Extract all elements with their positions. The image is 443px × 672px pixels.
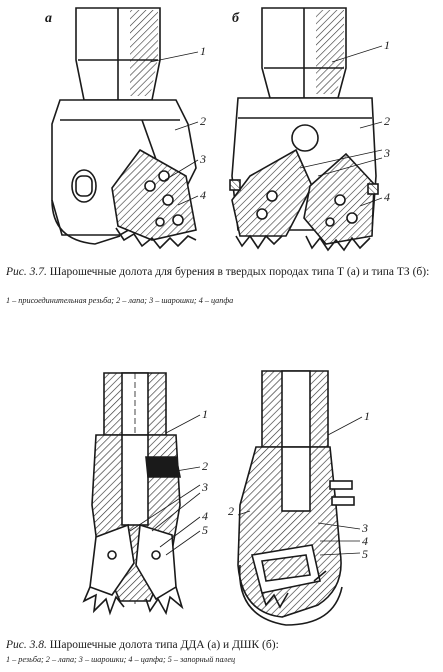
figure-3-7-caption-title: Шарошечные долота для бурения в твердых … xyxy=(49,266,430,278)
bit-b-drawing xyxy=(229,7,379,252)
bit-a-drawing xyxy=(51,7,197,250)
figure-3-7-caption-label: Рис. 3.7. xyxy=(6,266,47,278)
bit-dda-drawing xyxy=(82,372,184,616)
callout-dshk-2: 2 xyxy=(228,504,234,518)
callout-dda-2: 2 xyxy=(202,459,208,473)
callout-dda-1: 1 xyxy=(202,407,208,421)
callout-lines-dshk xyxy=(237,416,363,556)
figure-3-7: а б xyxy=(0,0,443,262)
callout-lines-a xyxy=(149,51,199,206)
figure-3-8-caption-label: Рис. 3.8. xyxy=(6,639,47,651)
callout-dshk-5: 5 xyxy=(362,547,368,561)
figure-3-8-caption-title: Шарошечные долота типа ДДА (а) и ДШК (б)… xyxy=(49,639,279,651)
figure-3-8-drawing: 1 2 3 4 5 xyxy=(82,370,370,626)
callout-b-2: 2 xyxy=(384,114,390,128)
callout-lines-b xyxy=(299,45,383,207)
figure-3-7-drawing: а б xyxy=(45,7,390,252)
callout-a-2: 2 xyxy=(200,114,206,128)
callout-dda-5: 5 xyxy=(202,523,208,537)
callout-lines-dda xyxy=(129,414,201,556)
callout-dda-3: 3 xyxy=(201,480,208,494)
panel-letter-a: а xyxy=(45,11,52,26)
figure-3-8: 1 2 3 4 5 xyxy=(0,355,443,635)
callout-dshk-1: 1 xyxy=(364,409,370,423)
figure-3-8-caption: Рис. 3.8. Шарошечные долота типа ДДА (а)… xyxy=(6,638,438,652)
callout-a-1: 1 xyxy=(200,44,206,58)
callout-dshk-3: 3 xyxy=(361,521,368,535)
callout-a-4: 4 xyxy=(200,188,206,202)
bit-dshk-drawing xyxy=(237,370,355,626)
callout-b-4: 4 xyxy=(384,190,390,204)
callout-a-3: 3 xyxy=(199,152,206,166)
figure-3-8-legend: 1 – резьба; 2 – лапа; 3 – шарошки; 4 – ц… xyxy=(6,655,236,664)
figure-3-7-caption: Рис. 3.7. Шарошечные долота для бурения … xyxy=(6,265,438,279)
callout-dshk-4: 4 xyxy=(362,534,368,548)
figure-3-7-legend: 1 – присоединительная резьба; 2 – лапа; … xyxy=(6,296,234,305)
panel-letter-b: б xyxy=(232,11,240,26)
callout-b-1: 1 xyxy=(384,38,390,52)
callout-b-3: 3 xyxy=(383,146,390,160)
callout-dda-4: 4 xyxy=(202,509,208,523)
